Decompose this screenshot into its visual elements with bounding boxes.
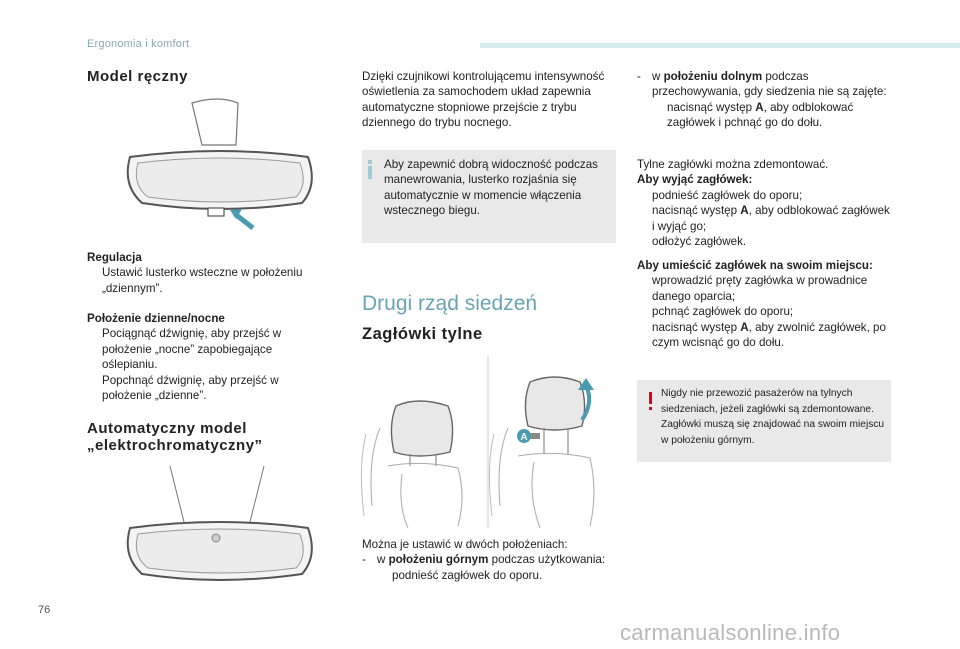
- install-title: Aby umieścić zagłówek na swoim miejscu:: [637, 259, 873, 272]
- position-title: Położenie dzienne/nocne: [87, 312, 225, 325]
- page-number: 76: [38, 604, 51, 616]
- removable-text: Tylne zagłówki można zdemontować.: [637, 158, 829, 171]
- watermark: carmanualsonline.info: [620, 620, 841, 645]
- info-box: Aby zapewnić dobrą widoczność podczas ma…: [362, 150, 616, 243]
- label-a: A: [520, 432, 527, 443]
- position-item-2: Popchnąć dźwignię, aby przejść w położen…: [102, 373, 279, 403]
- regulacja-title: Regulacja: [87, 251, 142, 264]
- headrest-title: Zagłówki tylne: [362, 325, 483, 343]
- positions-intro: Można je ustawić w dwóch położeniach:: [362, 538, 568, 551]
- warning-box: Nigdy nie przewozić pasażerów na tylnych…: [637, 380, 891, 462]
- info-icon: [368, 160, 372, 164]
- remove-title: Aby wyjąć zagłówek:: [637, 173, 753, 187]
- up-step: podnieść zagłówek do oporu.: [392, 568, 543, 582]
- info-text: Aby zapewnić dobrą widoczność podczas ma…: [384, 158, 598, 218]
- headrest-illustration: A: [360, 356, 595, 528]
- auto-model-title-2: „elektrochromatyczny”: [87, 437, 263, 454]
- warning-icon: [649, 392, 652, 404]
- auto-model-title-1: Automatyczny model: [87, 420, 247, 437]
- intro-text: Dzięki czujnikowi kontrolującemu intensy…: [362, 70, 605, 130]
- arrow-icon: [233, 212, 255, 230]
- auto-mirror-illustration: [126, 465, 313, 581]
- regulacja-item: Ustawić lusterko wsteczne w położeniu „d…: [102, 266, 303, 295]
- position-item-1: Pociągnąć dźwignię, aby przejść w położe…: [102, 327, 282, 372]
- manual-model-title: Model ręczny: [87, 68, 189, 85]
- warning-text: Nigdy nie przewozić pasażerów na tylnych…: [661, 388, 885, 446]
- header-bar: [480, 43, 960, 48]
- chapter-header: Ergonomia i komfort: [87, 38, 190, 50]
- manual-mirror-illustration: [126, 98, 313, 230]
- section-title: Drugi rząd siedzeń: [362, 292, 538, 315]
